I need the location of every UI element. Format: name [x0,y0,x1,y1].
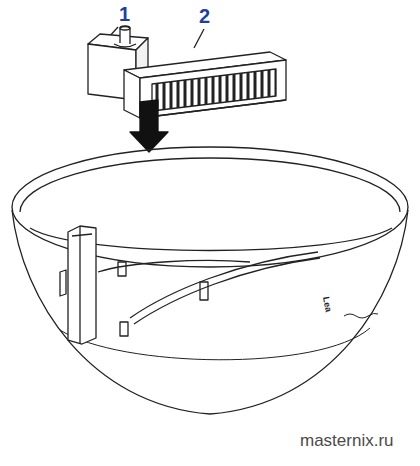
leader-line [194,29,204,48]
watermark: masternix.ru [300,432,394,449]
bowl [12,147,408,414]
callout-number: 1 [119,4,130,24]
level-marking: Lea [321,296,333,313]
callout-number: 2 [199,6,210,26]
direction-arrow [130,100,168,152]
